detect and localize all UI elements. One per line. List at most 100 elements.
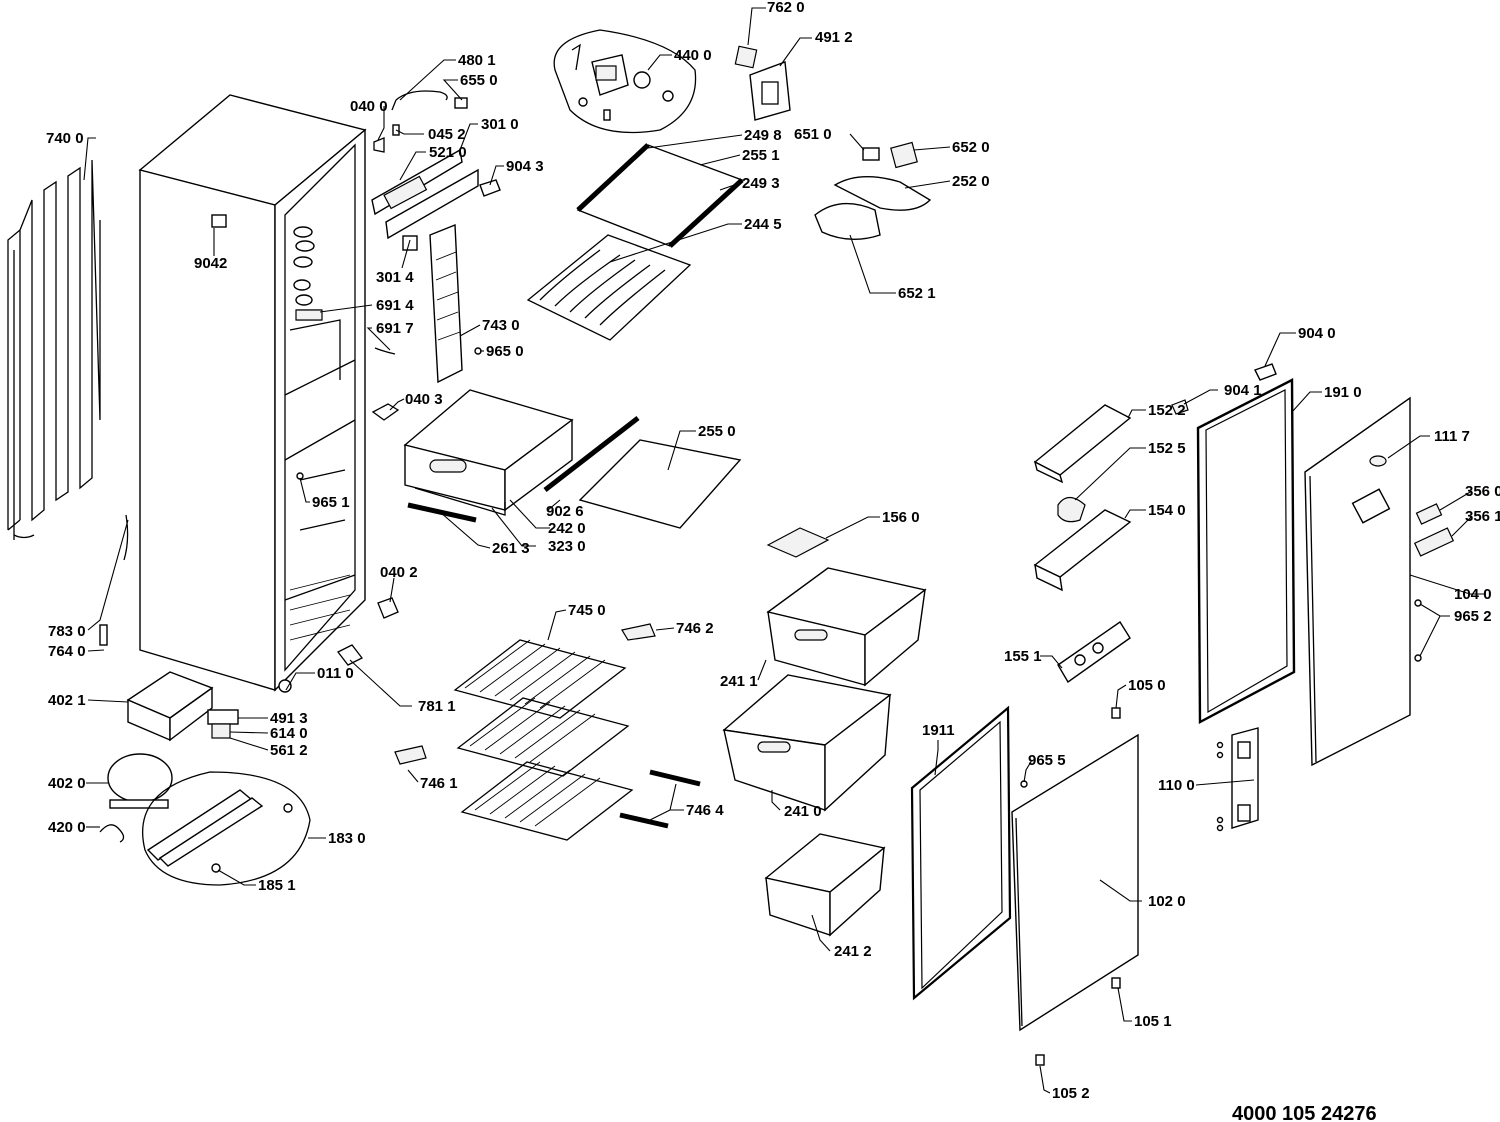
callout-745-0: 745 0 (568, 602, 606, 619)
callout-904-1: 904 1 (1224, 382, 1262, 399)
callout-9042: 9042 (194, 255, 227, 272)
callout-241-2: 241 2 (834, 943, 872, 960)
callout-356-1: 356 1 (1465, 508, 1500, 525)
freezer-baskets (453, 639, 634, 841)
callout-105-2: 105 2 (1052, 1085, 1090, 1102)
callout-261-3: 261 3 (492, 540, 530, 557)
callout-762-0: 762 0 (767, 0, 805, 16)
clip-746-1 (394, 745, 427, 765)
drawer-241-1 (766, 567, 927, 687)
callout-323-0: 323 0 (548, 538, 586, 555)
hinge-105-2 (1035, 1054, 1045, 1066)
hinge-105-0 (1111, 707, 1121, 719)
callout-011-0: 011 0 (317, 665, 354, 682)
callout-740-0: 740 0 (46, 130, 84, 147)
drain-tube (123, 514, 129, 561)
callout-561-2: 561 2 (270, 742, 308, 759)
callout-152-5: 152 5 (1148, 440, 1186, 457)
wire-shelf (526, 234, 692, 341)
callout-965-1: 965 1 (312, 494, 350, 511)
callout-102-0: 102 0 (1148, 893, 1186, 910)
callout-040-0: 040 0 (350, 98, 388, 115)
glass-shelf (576, 143, 744, 248)
door-bin-upper (1033, 404, 1132, 484)
control-panel (371, 148, 479, 251)
bottle-holder (1057, 621, 1131, 684)
rail-261-3 (407, 502, 477, 523)
callout-652-1: 652 1 (898, 285, 936, 302)
callout-904-0: 904 0 (1298, 325, 1336, 342)
callout-244-5: 244 5 (744, 216, 782, 233)
callout-242-0: 242 0 (548, 520, 586, 537)
callout-155-1: 155 1 (1004, 648, 1042, 665)
drawer-241-2 (764, 833, 886, 937)
callout-191-0: 191 0 (1324, 384, 1362, 401)
callout-1911: 1911 (922, 722, 955, 739)
screw-965-2b (1414, 654, 1422, 662)
callout-110-0: 110 0 (1158, 777, 1195, 794)
glass-panel (578, 439, 742, 529)
bracket-781-1 (337, 644, 363, 666)
callout-183-0: 183 0 (328, 830, 366, 847)
part-420-0 (99, 824, 125, 843)
callout-156-0: 156 0 (882, 509, 920, 526)
bar-746-4a (649, 769, 701, 787)
callout-152-2: 152 2 (1148, 402, 1186, 419)
callout-301-4: 301 4 (376, 269, 414, 286)
part-904-0 (1254, 363, 1277, 381)
base-plate (141, 771, 311, 886)
wire-691-7 (374, 347, 396, 355)
callout-965-5: 965 5 (1028, 752, 1066, 769)
bar-746-4b (619, 812, 669, 829)
egg-holder (1057, 496, 1086, 523)
drawer-241-0 (722, 674, 892, 812)
callout-480-1: 480 1 (458, 52, 496, 69)
callout-252-0: 252 0 (952, 173, 990, 190)
callout-040-2: 040 2 (380, 564, 418, 581)
leader-lines (83, 7, 1486, 1094)
callout-746-2: 746 2 (676, 620, 714, 637)
callout-402-0: 402 0 (48, 775, 86, 792)
condenser-coil (7, 159, 101, 540)
part-356-0 (1415, 503, 1443, 525)
callout-labels: 762 0 491 2 440 0 480 1 655 0 040 0 045 … (46, 0, 1500, 1102)
callout-965-2: 965 2 (1454, 608, 1492, 625)
lamp-holder (814, 175, 932, 240)
callout-614-0: 614 0 (270, 725, 308, 742)
callout-301-0: 301 0 (481, 116, 519, 133)
door-hinge (1216, 727, 1259, 832)
callout-402-1: 402 1 (48, 692, 86, 709)
callout-104-0: 104 0 (1454, 586, 1492, 603)
callout-783-0: 783 0 (48, 623, 86, 640)
bracket-040-2 (377, 597, 399, 619)
callout-743-0: 743 0 (482, 317, 520, 334)
bracket-904-3 (479, 179, 501, 197)
rail-902-6 (543, 416, 640, 492)
drain-plug (99, 624, 108, 646)
callout-249-8: 249 8 (744, 127, 782, 144)
callout-655-0: 655 0 (460, 72, 498, 89)
callout-904-3: 904 3 (506, 158, 544, 175)
callout-105-0: 105 0 (1128, 677, 1166, 694)
callout-255-0: 255 0 (698, 423, 736, 440)
connector-655 (454, 97, 468, 109)
callout-154-0: 154 0 (1148, 502, 1186, 519)
callout-746-1: 746 1 (420, 775, 458, 792)
drip-tray (126, 671, 214, 742)
lamp-assembly (553, 29, 697, 134)
callout-241-1: 241 1 (720, 673, 758, 690)
relay-box (207, 709, 239, 739)
callout-691-7: 691 7 (376, 320, 414, 337)
callout-521-0: 521 0 (429, 144, 467, 161)
wire-harness (391, 90, 448, 111)
compressor (107, 753, 173, 809)
bracket-040-0 (373, 137, 385, 153)
callout-781-1: 781 1 (418, 698, 456, 715)
refrigerator-cabinet (138, 94, 367, 693)
part-491-2 (749, 61, 791, 121)
callout-356-0: 356 0 (1465, 483, 1500, 500)
bracket-040-3 (371, 403, 400, 421)
callout-255-1: 255 1 (742, 147, 780, 164)
fridge-door-gasket (1196, 378, 1296, 724)
